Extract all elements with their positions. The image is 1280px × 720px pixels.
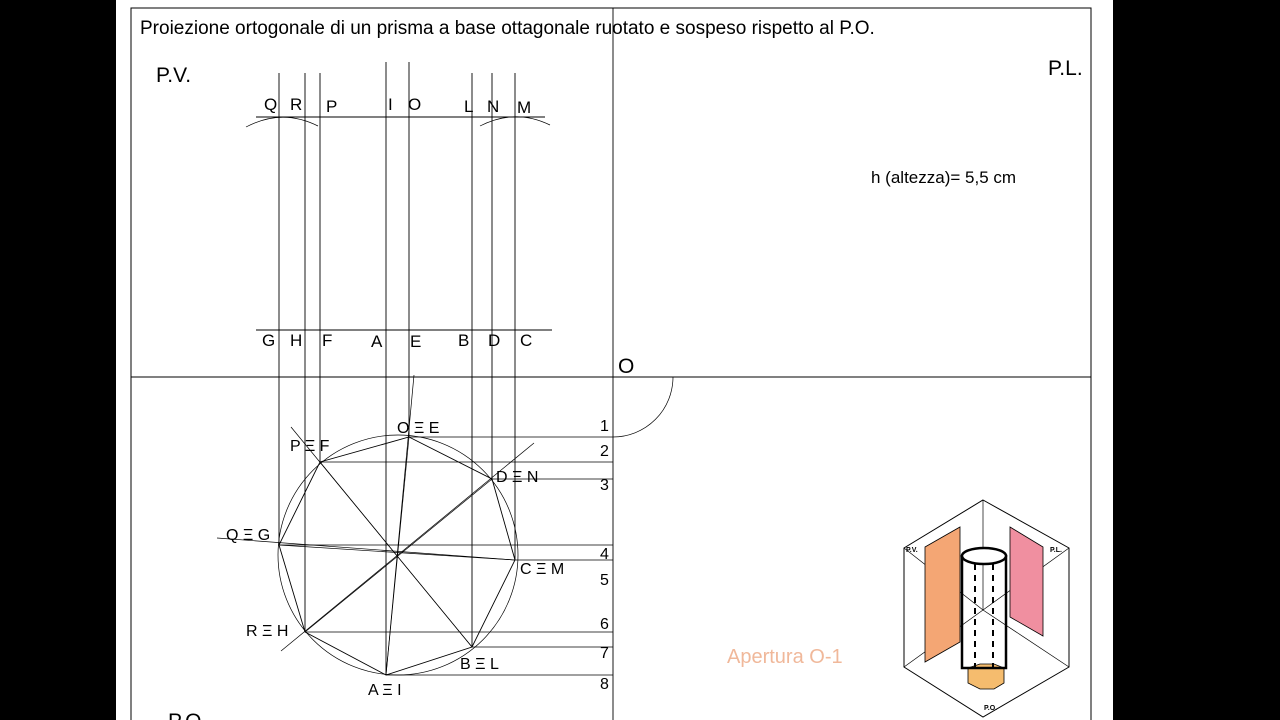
sheet-frame [130, 7, 1092, 720]
thumb-po-label: P.O. [984, 705, 997, 712]
thumb-axis-br [982, 609, 1070, 668]
fold-arc [612, 376, 674, 438]
vertex-label-oe: O Ξ E [397, 420, 439, 437]
diagonal-cm-qg [278, 544, 516, 561]
label-l: L [464, 97, 473, 116]
label-c: C [520, 331, 532, 350]
label-b: B [458, 331, 469, 350]
label-a: A [371, 332, 383, 351]
label-h: H [290, 331, 302, 350]
level-5: 5 [600, 572, 609, 589]
level-8: 8 [600, 676, 609, 693]
po-label: P.O. [168, 710, 207, 720]
label-f: F [322, 331, 332, 350]
label-o: O [408, 95, 421, 114]
label-q: Q [264, 95, 277, 114]
thumb-pl-wall [1009, 526, 1044, 637]
label-r: R [290, 95, 302, 114]
label-p: P [326, 97, 337, 116]
thumb-pv-label: P.V. [906, 547, 918, 554]
level-3: 3 [600, 477, 609, 494]
pl-label: P.L. [1048, 57, 1083, 80]
vertex-label-qg: Q Ξ G [226, 527, 270, 544]
compass-arc-left [245, 116, 319, 128]
diagonal-dn-rh [304, 478, 493, 633]
label-d: D [488, 331, 500, 350]
thumb-prism-top [960, 546, 1008, 566]
level-2: 2 [600, 443, 609, 460]
vertex-label-dn: D Ξ N [496, 469, 538, 486]
rotation-line-3 [216, 537, 516, 561]
label-i: I [388, 95, 393, 114]
label-g: G [262, 331, 275, 350]
vertex-label-bl: B Ξ L [460, 656, 499, 673]
level-4: 4 [600, 546, 609, 563]
label-m: M [517, 98, 531, 117]
rotation-line-2 [280, 442, 535, 652]
thumb-pv-wall [924, 526, 961, 663]
level-1: 1 [600, 418, 609, 435]
rotation-line-4 [290, 426, 473, 648]
origin-label: O [618, 355, 634, 378]
label-e: E [410, 332, 421, 351]
rotation-line-1 [385, 374, 415, 676]
height-note: h (altezza)= 5,5 cm [871, 168, 1016, 187]
label-n: N [487, 97, 499, 116]
level-7: 7 [600, 645, 609, 662]
vertex-label-cm: C Ξ M [520, 561, 564, 578]
axonometric-thumbnail: P.V. P.L. P.O. [903, 499, 1070, 718]
drawing-title: Proiezione ortogonale di un prisma a bas… [140, 18, 875, 39]
level-6: 6 [600, 616, 609, 633]
thumb-base-face [967, 663, 1005, 690]
thumb-pl-label: P.L. [1050, 547, 1062, 554]
watermark-label: Apertura O-1 [727, 646, 843, 668]
vertex-label-rh: R Ξ H [246, 623, 288, 640]
vertex-label-pf: P Ξ F [290, 438, 330, 455]
vertex-label-ai: A Ξ I [368, 682, 402, 699]
pv-label: P.V. [156, 64, 191, 87]
